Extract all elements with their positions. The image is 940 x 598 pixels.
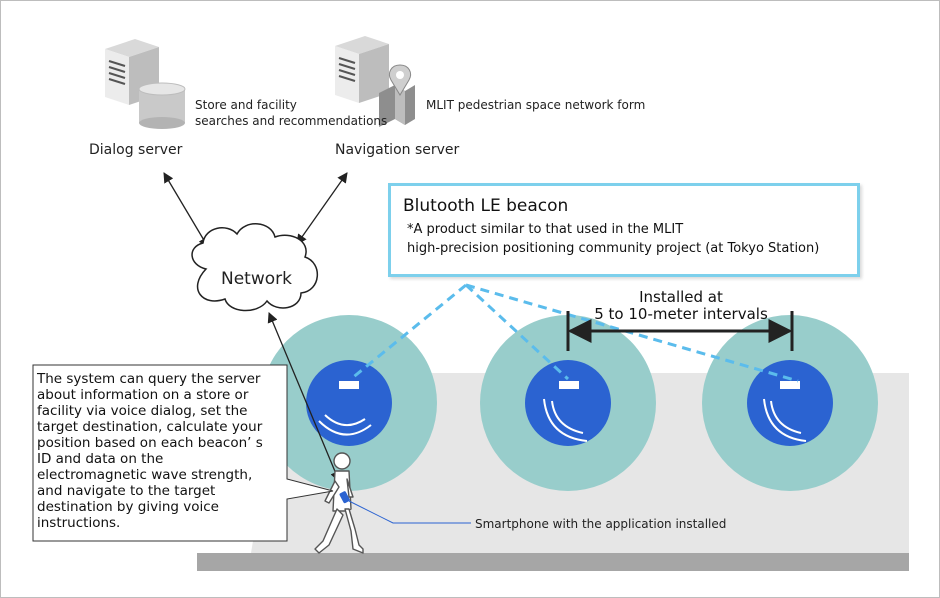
- network-label: Network: [221, 269, 292, 289]
- beacon-chip: [339, 381, 359, 389]
- beacon-info-box: Blutooth LE beacon *A product similar to…: [388, 183, 860, 277]
- connection-arrows: [163, 172, 348, 482]
- dialog-server-function-line1: Store and facility: [195, 98, 297, 112]
- navigation-network-arrow: [296, 172, 348, 245]
- beacon-device: [525, 360, 611, 446]
- beacon-chip: [780, 381, 800, 389]
- beacon-note-line2: high-precision positioning community pro…: [407, 241, 820, 256]
- smartphone-leader-line: [348, 500, 471, 524]
- system-description: The system can query the server about in…: [37, 371, 263, 531]
- interval-label-line2: 5 to 10-meter intervals: [594, 305, 768, 323]
- pedestrian-icon: [314, 452, 364, 554]
- signal-wave-icon: [551, 400, 584, 434]
- beacon-note-line1: *A product similar to that used in the M…: [407, 222, 684, 237]
- map-pin-icon: [379, 64, 415, 127]
- beacon-title: Blutooth LE beacon: [403, 196, 569, 216]
- smartphone-icon: [339, 491, 350, 504]
- server-tower-icon: [335, 36, 389, 103]
- navigation-server-function: MLIT pedestrian space network form: [426, 98, 646, 112]
- signal-wave-icon: [770, 400, 802, 434]
- beacon-chip: [559, 381, 579, 389]
- network-user-arrow: [267, 312, 341, 482]
- smartphone-label: Smartphone with the application installe…: [475, 517, 727, 531]
- signal-line: [350, 283, 467, 381]
- database-cylinder-icon: [138, 82, 186, 129]
- beacon-3: [702, 315, 878, 491]
- interval-label-line1: Installed at: [639, 288, 723, 306]
- signal-wave-icon: [763, 398, 807, 442]
- cloud-icon: [191, 223, 319, 312]
- dialog-server-function-line2: searches and recommendations: [195, 114, 388, 128]
- beacon-2: [480, 315, 656, 491]
- beacon-device: [747, 360, 833, 446]
- signal-wave-icon: [543, 398, 588, 442]
- navigation-server-label: Navigation server: [335, 142, 460, 158]
- floor: [197, 553, 909, 571]
- system-callout: [32, 364, 334, 542]
- dialog-server-label: Dialog server: [89, 142, 183, 158]
- interval-dimension: [566, 311, 794, 351]
- dialog-network-arrow: [163, 172, 209, 248]
- signal-line: [464, 283, 570, 381]
